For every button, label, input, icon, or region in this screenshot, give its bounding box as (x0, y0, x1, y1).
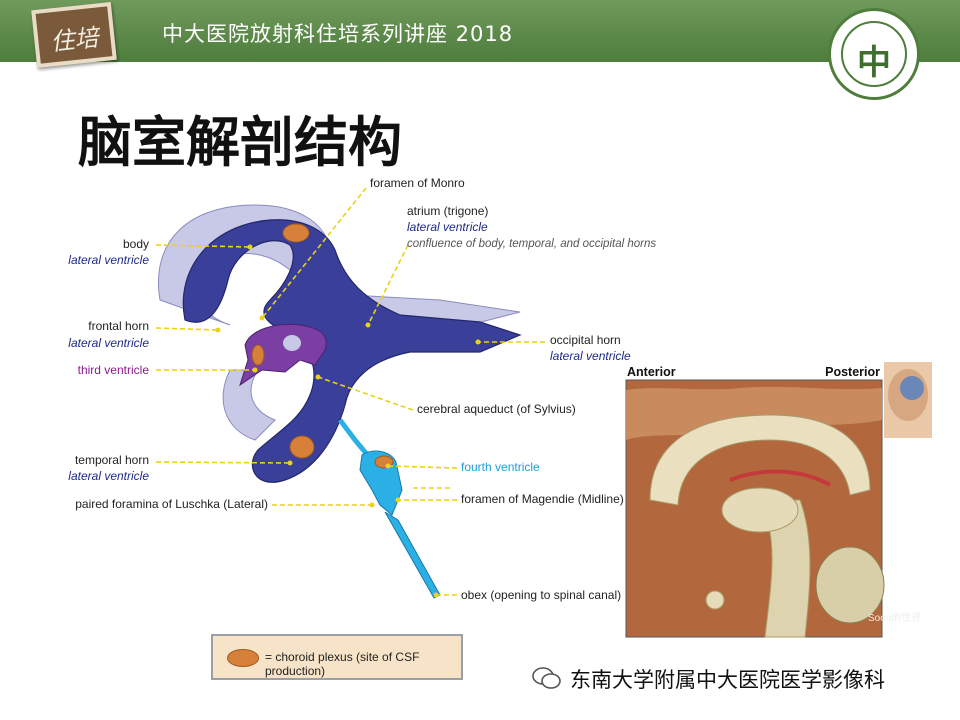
logo-ring: 中 (841, 21, 907, 87)
header-title: 中大医院放射科住培系列讲座 2018 (162, 22, 514, 46)
cortex-gyri (626, 386, 882, 440)
label-anterior: Anterior (627, 365, 676, 379)
logo-char: 中 (857, 43, 891, 83)
spinal-canal (384, 511, 441, 599)
lateral-ventricle (182, 219, 522, 483)
label-aqueduct: cerebral aqueduct (of Sylvius) (417, 402, 576, 416)
header-bar (0, 0, 960, 62)
temporal-horn-pale (222, 369, 276, 441)
label-occipital-sub: lateral ventricle (550, 349, 631, 363)
label-atrium-note: confluence of body, temporal, and occipi… (407, 238, 656, 250)
label-third: third ventricle (78, 363, 150, 377)
legend-box: = choroid plexus (site of CSF production… (211, 634, 463, 680)
pituitary (705, 590, 725, 610)
brain-sagittal-panel (625, 362, 932, 638)
brainstem (759, 499, 811, 638)
label-frontal: frontal horn (88, 319, 149, 333)
cerebellum (815, 546, 885, 624)
hospital-logo: 中 (828, 8, 920, 100)
fourth-ventricle (359, 450, 403, 516)
footer-org: 东南大学附属中大医院医学影像科 (570, 668, 885, 692)
label-body: body (123, 237, 149, 251)
label-atrium-sub: lateral ventricle (407, 220, 488, 234)
choroid-plexus-temporal (289, 435, 315, 459)
head-inset-brain (900, 376, 924, 400)
label-obex: obex (opening to spinal canal) (461, 588, 621, 602)
label-foramen-monro: foramen of Monro (370, 176, 465, 190)
label-body-sub: lateral ventricle (68, 253, 149, 267)
label-occipital: occipital horn (550, 333, 621, 347)
cerebral-aqueduct (338, 418, 372, 460)
fornix-red (729, 469, 831, 487)
label-temporal-sub: lateral ventricle (68, 469, 149, 483)
choroid-swatch (227, 649, 259, 667)
label-frontal-sub: lateral ventricle (68, 336, 149, 350)
label-luschka: paired foramina of Luschka (Lateral) (75, 497, 268, 511)
massa-intermedia (283, 335, 301, 351)
third-ventricle-choroid (251, 344, 265, 366)
label-posterior: Posterior (825, 365, 880, 379)
page-title: 脑室解剖结构 (78, 111, 402, 174)
legend-text: = choroid plexus (site of CSF production… (265, 650, 420, 678)
corpus-callosum (649, 414, 871, 506)
thalamus (721, 487, 799, 533)
label-temporal: temporal horn (75, 453, 149, 467)
third-ventricle (239, 323, 327, 387)
label-atrium: atrium (trigone) (407, 204, 488, 218)
watermark: Soon的世界 (868, 611, 921, 624)
wechat-icon (532, 667, 561, 689)
leader-lines (155, 187, 545, 598)
label-magendie: foramen of Magendie (Midline) (461, 492, 624, 506)
label-fourth: fourth ventricle (461, 460, 540, 474)
choroid-plexus-body (282, 223, 310, 243)
